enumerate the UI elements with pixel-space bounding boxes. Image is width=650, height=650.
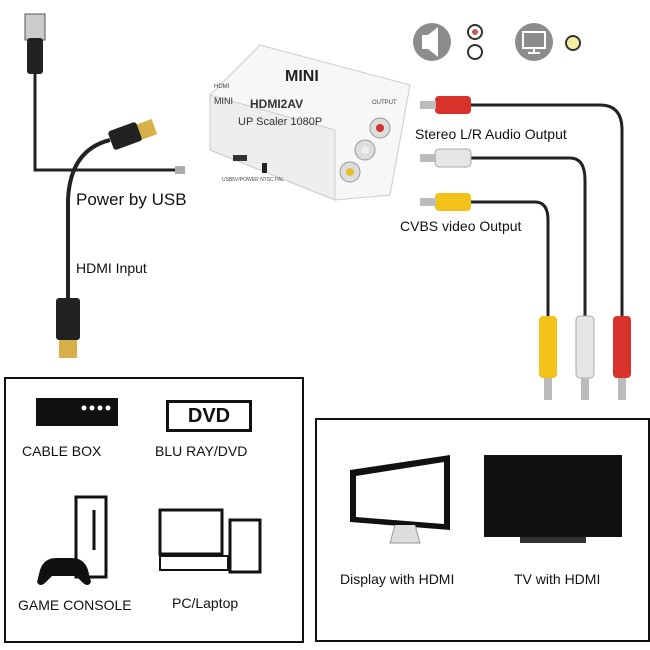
- device-brand: MINI: [214, 96, 233, 106]
- sources-box: [4, 377, 304, 643]
- audio-output-label: Stereo L/R Audio Output: [415, 126, 567, 142]
- video-output-label: CVBS video Output: [400, 218, 522, 234]
- port-output-label: OUTPUT: [372, 100, 397, 106]
- display-label-tv: TV with HDMI: [514, 571, 601, 587]
- pc-icon: [158, 508, 262, 574]
- port-hdmi-label: HDMI: [214, 84, 230, 90]
- device-subtitle: UP Scaler 1080P: [238, 116, 323, 128]
- monitor-small-icon: [515, 23, 553, 61]
- white-jack-icon: [467, 44, 483, 60]
- displays-box: [315, 418, 650, 642]
- converter-device: [209, 44, 411, 201]
- monitor-icon: [350, 455, 450, 544]
- power-label: Power by USB: [76, 190, 187, 209]
- display-label-monitor: Display with HDMI: [340, 571, 455, 587]
- device-brand-large: MINI: [285, 68, 319, 85]
- device-model: HDMI2AV: [250, 97, 304, 111]
- source-label-dvd: BLU RAY/DVD: [155, 443, 248, 459]
- game-console-icon: [37, 495, 108, 585]
- usb-cable: [24, 13, 185, 174]
- yellow-jack-icon: [565, 35, 581, 51]
- dvd-icon: DVD: [166, 400, 252, 432]
- switch-label: USB5V/POWER NTSC PAL: [222, 177, 285, 183]
- hdmi-cable: [56, 119, 158, 358]
- speaker-icon: [413, 23, 451, 61]
- source-label-game-console: GAME CONSOLE: [18, 597, 132, 613]
- source-label-pc: PC/Laptop: [172, 595, 239, 611]
- tv-icon: [484, 455, 622, 543]
- hdmi-input-label: HDMI Input: [76, 260, 147, 276]
- rca-cables: [420, 96, 631, 400]
- source-label-cable-box: CABLE BOX: [22, 443, 102, 459]
- cable-box-icon: [36, 398, 118, 426]
